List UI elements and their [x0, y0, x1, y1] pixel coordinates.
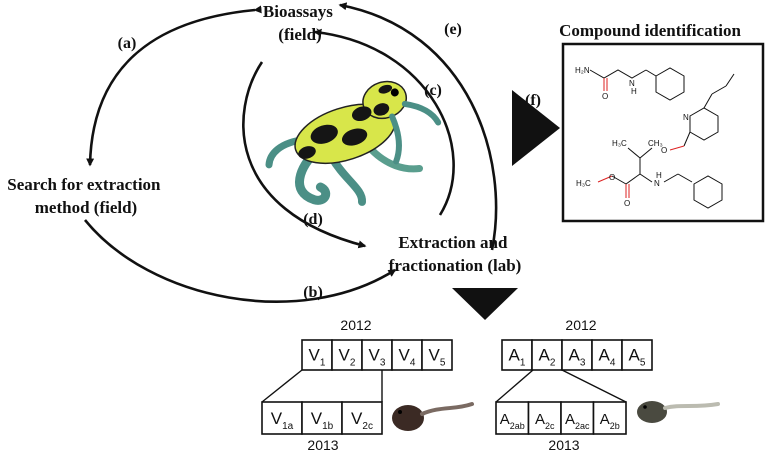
m3-n: N [654, 179, 660, 188]
m1-n1: H₂N [575, 66, 590, 75]
m1-n2: N [629, 79, 635, 88]
edge-label-a: (a) [118, 35, 137, 52]
v-top-box-2 [331, 339, 363, 371]
v-bottom-label-3: V2c [351, 409, 373, 432]
molecule-3 [597, 147, 723, 209]
arrow-b [83, 219, 397, 303]
v-bottom-box-2 [301, 401, 343, 435]
arrowhead-to-fractions [452, 288, 518, 320]
bioassays-line-1: Bioassays [263, 2, 333, 21]
v-year-top: 2012 [340, 317, 371, 333]
a-bottom-box-4 [592, 401, 627, 435]
v-top-label-4: V4 [399, 345, 416, 368]
search-line-2: method (field) [35, 198, 137, 217]
a-top-label-3: A3 [569, 345, 586, 368]
v-top-label-2: V2 [339, 345, 356, 368]
a-bottom-row: A2ab A2c A2ac A2b [495, 401, 627, 435]
v-top-box-4 [391, 339, 423, 371]
m3-o2: O [624, 199, 630, 208]
edge-label-d: (d) [303, 211, 323, 228]
edge-label-e: (e) [444, 21, 462, 38]
arrow-d [242, 61, 367, 249]
m1-h2: H [631, 87, 637, 96]
v-zoom-line-left [261, 369, 303, 403]
extraction-line-2: fractionation (lab) [389, 256, 522, 275]
m3-me: H₃C [576, 179, 591, 188]
arrow-c [313, 28, 455, 216]
v-year-bottom: 2013 [307, 437, 338, 453]
a-bottom-label-2: A2c [535, 411, 555, 431]
v-bottom-label-1: V1a [271, 409, 294, 432]
tadpole-image-a [637, 401, 720, 423]
a-bottom-box-1 [495, 401, 530, 435]
a-zoom-line-left [495, 369, 534, 403]
m3-o1: O [609, 173, 615, 182]
search-label: Search for extraction method (field) [7, 175, 165, 217]
a-top-label-1: A1 [509, 345, 526, 368]
v-top-label-1: V1 [309, 345, 326, 368]
arrowhead-to-compounds [512, 90, 560, 166]
m2-n: N [683, 113, 689, 122]
v-bottom-box-3 [341, 401, 383, 435]
a-bottom-box-2 [527, 401, 562, 435]
a-top-box-5 [621, 339, 653, 371]
a-top-box-4 [591, 339, 623, 371]
extraction-label: Extraction and fractionation (lab) [389, 233, 522, 275]
compound-box [561, 42, 765, 223]
m3-ipr-me2: CH₃ [648, 139, 663, 148]
bioassays-label: Bioassays (field) [263, 2, 337, 44]
a-top-box-2 [531, 339, 563, 371]
v-top-row: V1 V2 V3 V4 V5 [301, 339, 453, 371]
a-bottom-label-1: A2ab [500, 411, 525, 431]
m1-o1: O [602, 92, 608, 101]
a-year-bottom: 2013 [548, 437, 579, 453]
m2-o: O [661, 146, 667, 155]
molecule-2 [669, 73, 735, 151]
edge-label-c: (c) [424, 82, 442, 99]
tadpole-image-v [392, 402, 474, 431]
v-bottom-label-2: V1b [311, 409, 334, 432]
v-top-box-5 [421, 339, 453, 371]
arrow-a [86, 5, 262, 167]
compound-title: Compound identification [559, 21, 741, 40]
a-top-label-5: A5 [629, 345, 646, 368]
edge-label-b: (b) [303, 284, 323, 301]
bioassays-line-2: (field) [278, 25, 321, 44]
m3-h: H [656, 171, 662, 180]
molecule-1 [589, 67, 685, 101]
a-top-label-2: A2 [539, 345, 556, 368]
m3-ipr-me1: H₃C [612, 139, 627, 148]
a-top-row: A1 A2 A3 A4 A5 [501, 339, 653, 371]
v-top-label-3: V3 [369, 345, 386, 368]
search-line-1: Search for extraction [7, 175, 161, 194]
arrow-e [338, 2, 498, 251]
poison-frog-image [265, 80, 442, 206]
a-bottom-label-4: A2b [600, 411, 620, 431]
a-top-box-3 [561, 339, 593, 371]
a-top-label-4: A4 [599, 345, 616, 368]
v-top-label-5: V5 [429, 345, 446, 368]
v-bottom-row: V1a V1b V2c [261, 401, 383, 435]
a-bottom-label-3: A2ac [565, 411, 590, 431]
a-bottom-box-3 [560, 401, 595, 435]
a-zoom-line-right [561, 369, 627, 403]
a-year-top: 2012 [565, 317, 596, 333]
extraction-line-1: Extraction and [398, 233, 508, 252]
